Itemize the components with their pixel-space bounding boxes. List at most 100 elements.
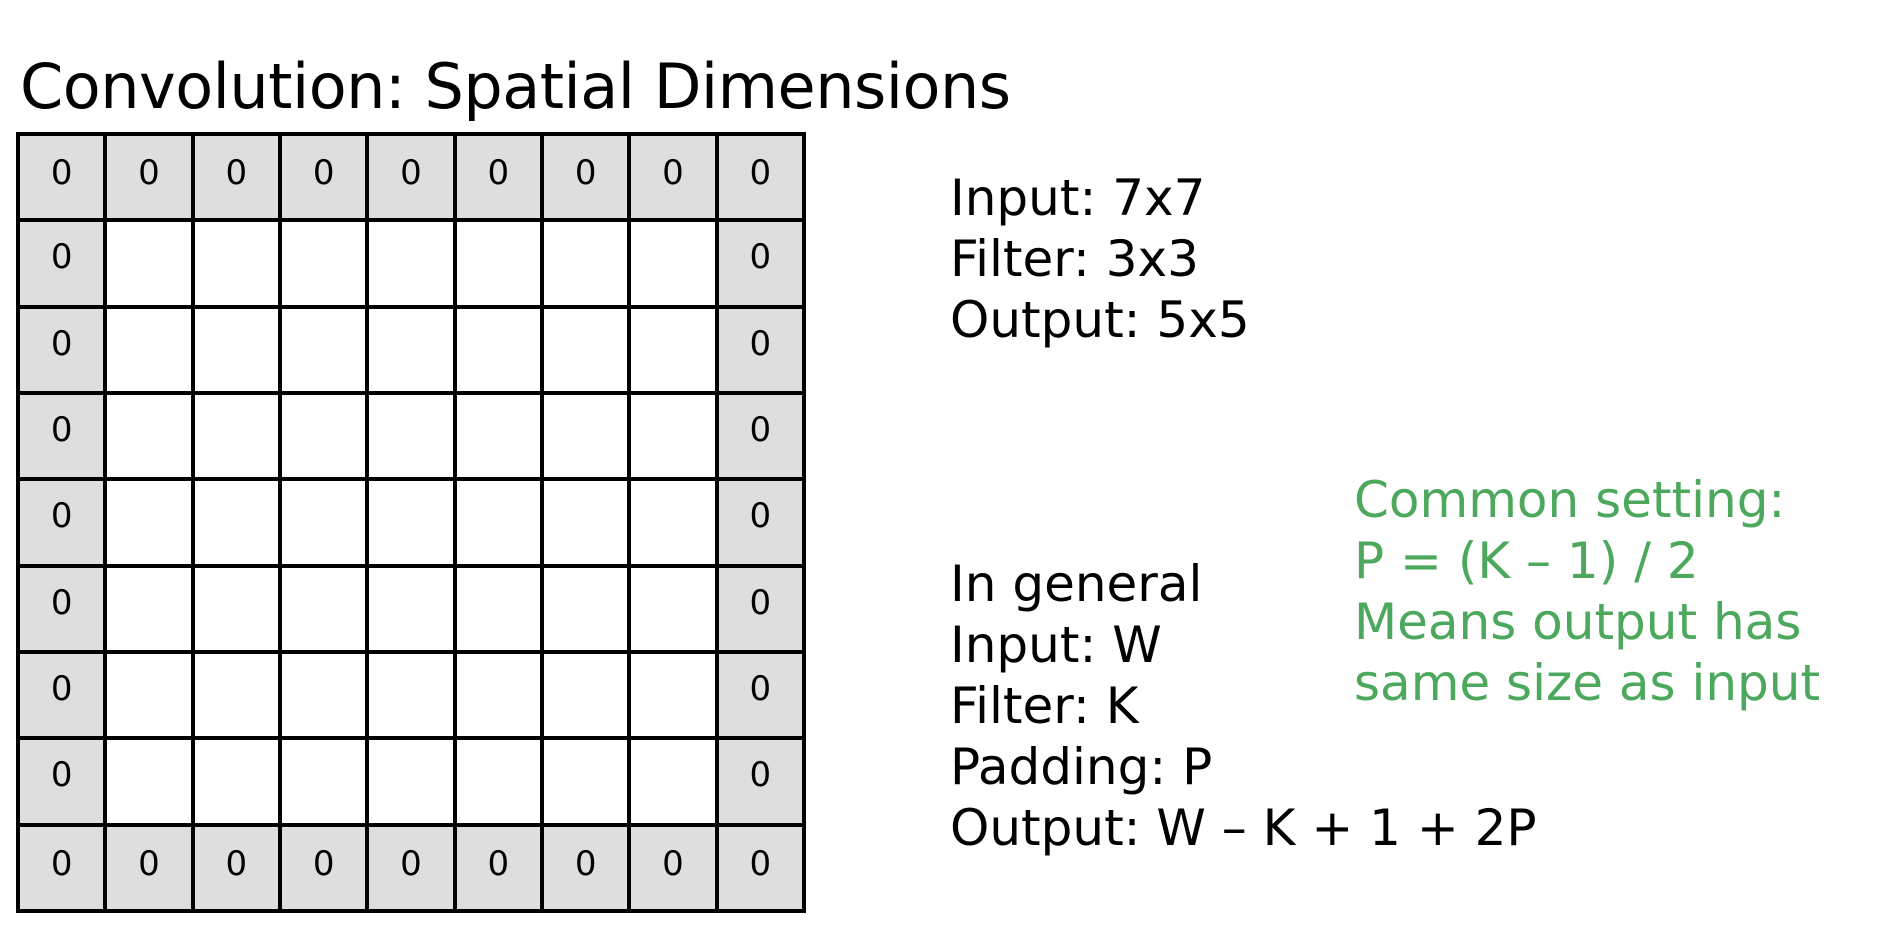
grid-cell-r3-c1 [107, 395, 195, 482]
grid-cell-value: 0 [138, 843, 160, 884]
grid-cell-r8-c5: 0 [456, 826, 544, 913]
general-case-text: In general Input: W Filter: K Padding: P… [950, 554, 1537, 859]
grid-cell-r4-c5 [456, 481, 544, 568]
grid-cell-r5-c3 [282, 567, 370, 654]
grid-cell-r0-c1: 0 [107, 136, 195, 223]
grid-cell-r6-c5 [456, 654, 544, 741]
grid-cell-value: 0 [50, 496, 73, 537]
grid-cell-value: 0 [312, 153, 335, 193]
grid-cell-r2-c5 [456, 308, 544, 395]
grid-cell-r5-c8: 0 [718, 567, 806, 654]
general-filter-line: Filter: K [950, 677, 1139, 735]
grid-cell-value: 0 [749, 496, 772, 537]
grid-cell-value: 0 [662, 153, 684, 193]
grid-cell-r5-c7 [631, 567, 719, 654]
grid-cell-r3-c3 [282, 395, 370, 482]
grid-cell-r1-c7 [631, 222, 719, 309]
grid-cell-r3-c4 [369, 395, 457, 482]
grid-cell-value: 0 [138, 153, 160, 193]
grid-cell-r3-c2 [194, 395, 282, 482]
grid-cell-r8-c7: 0 [631, 826, 719, 913]
grid-cell-r6-c7 [631, 654, 719, 741]
grid-cell-r7-c8: 0 [718, 740, 806, 827]
grid-cell-value: 0 [50, 843, 73, 884]
grid-cell-value: 0 [662, 843, 684, 884]
grid-cell-r5-c2 [194, 567, 282, 654]
grid-cell-r0-c6: 0 [544, 136, 632, 223]
grid-cell-r2-c6 [544, 308, 632, 395]
grid-cell-r1-c4 [369, 222, 457, 309]
grid-cell-r3-c6 [544, 395, 632, 482]
grid-cell-r0-c4: 0 [369, 136, 457, 223]
common-setting-note: Common setting: P = (K – 1) / 2 Means ou… [1354, 470, 1820, 714]
example-dimensions-text: Input: 7x7 Filter: 3x3 Output: 5x5 [950, 168, 1250, 351]
common-setting-heading-line: Common setting: [1354, 471, 1786, 529]
grid-cell-r2-c2 [194, 308, 282, 395]
grid-cell-r8-c6: 0 [544, 826, 632, 913]
grid-cell-r2-c7 [631, 308, 719, 395]
grid-cell-r6-c6 [544, 654, 632, 741]
grid-cell-r4-c8: 0 [718, 481, 806, 568]
grid-cell-r0-c3: 0 [282, 136, 370, 223]
grid-cell-r4-c7 [631, 481, 719, 568]
grid-cell-value: 0 [749, 843, 772, 884]
grid-cell-value: 0 [749, 237, 772, 278]
grid-cell-r8-c4: 0 [369, 826, 457, 913]
grid-cell-r4-c3 [282, 481, 370, 568]
grid-cell-value: 0 [487, 843, 510, 884]
general-output-line: Output: W – K + 1 + 2P [950, 799, 1537, 857]
grid-cell-r7-c7 [631, 740, 719, 827]
grid-cell-r1-c8: 0 [718, 222, 806, 309]
grid-cell-r2-c4 [369, 308, 457, 395]
grid-cell-r5-c5 [456, 567, 544, 654]
grid-cell-r0-c5: 0 [456, 136, 544, 223]
grid-cell-r3-c7 [631, 395, 719, 482]
grid-cell-r2-c0: 0 [20, 308, 108, 395]
grid-cell-value: 0 [749, 755, 772, 796]
grid-cell-r3-c5 [456, 395, 544, 482]
grid-cell-r3-c8: 0 [718, 395, 806, 482]
grid-cell-r0-c7: 0 [631, 136, 719, 223]
grid-cell-r4-c1 [107, 481, 195, 568]
grid-cell-value: 0 [749, 410, 772, 450]
grid-cell-r1-c3 [282, 222, 370, 309]
grid-cell-r0-c2: 0 [194, 136, 282, 223]
grid-cell-r0-c8: 0 [718, 136, 806, 223]
grid-cell-r8-c3: 0 [282, 826, 370, 913]
grid-cell-r7-c5 [456, 740, 544, 827]
grid-cell-r8-c8: 0 [718, 826, 806, 913]
grid-cell-value: 0 [749, 582, 772, 623]
common-setting-meaning-line-1: Means output has [1354, 593, 1802, 651]
grid-cell-r1-c2 [194, 222, 282, 309]
common-setting-formula-line: P = (K – 1) / 2 [1354, 532, 1699, 590]
grid-cell-r7-c2 [194, 740, 282, 827]
grid-cell-r4-c4 [369, 481, 457, 568]
grid-cell-r1-c1 [107, 222, 195, 309]
common-setting-meaning-line-2: same size as input [1354, 654, 1821, 712]
grid-cell-value: 0 [749, 153, 772, 193]
page-title: Convolution: Spatial Dimensions [20, 49, 1011, 123]
grid-cell-value: 0 [574, 153, 597, 193]
general-padding-line: Padding: P [950, 738, 1213, 796]
grid-cell-r7-c3 [282, 740, 370, 827]
grid-cell-r5-c4 [369, 567, 457, 654]
example-filter-line: Filter: 3x3 [950, 230, 1199, 288]
grid-cell-value: 0 [50, 669, 73, 709]
grid-cell-value: 0 [400, 153, 422, 193]
grid-cell-value: 0 [50, 323, 73, 364]
grid-cell-r4-c2 [194, 481, 282, 568]
general-heading-line: In general [950, 555, 1203, 613]
grid-cell-value: 0 [400, 843, 422, 884]
grid-cell-value: 0 [50, 410, 73, 450]
grid-cell-r2-c3 [282, 308, 370, 395]
grid-cell-r5-c0: 0 [20, 567, 108, 654]
grid-cell-r3-c0: 0 [20, 395, 108, 482]
grid-cell-value: 0 [749, 323, 772, 364]
grid-cell-r4-c0: 0 [20, 481, 108, 568]
grid-cell-value: 0 [574, 843, 597, 884]
grid-cell-r1-c6 [544, 222, 632, 309]
grid-cell-r4-c6 [544, 481, 632, 568]
grid-cell-value: 0 [749, 669, 772, 709]
grid-cell-value: 0 [225, 153, 248, 193]
